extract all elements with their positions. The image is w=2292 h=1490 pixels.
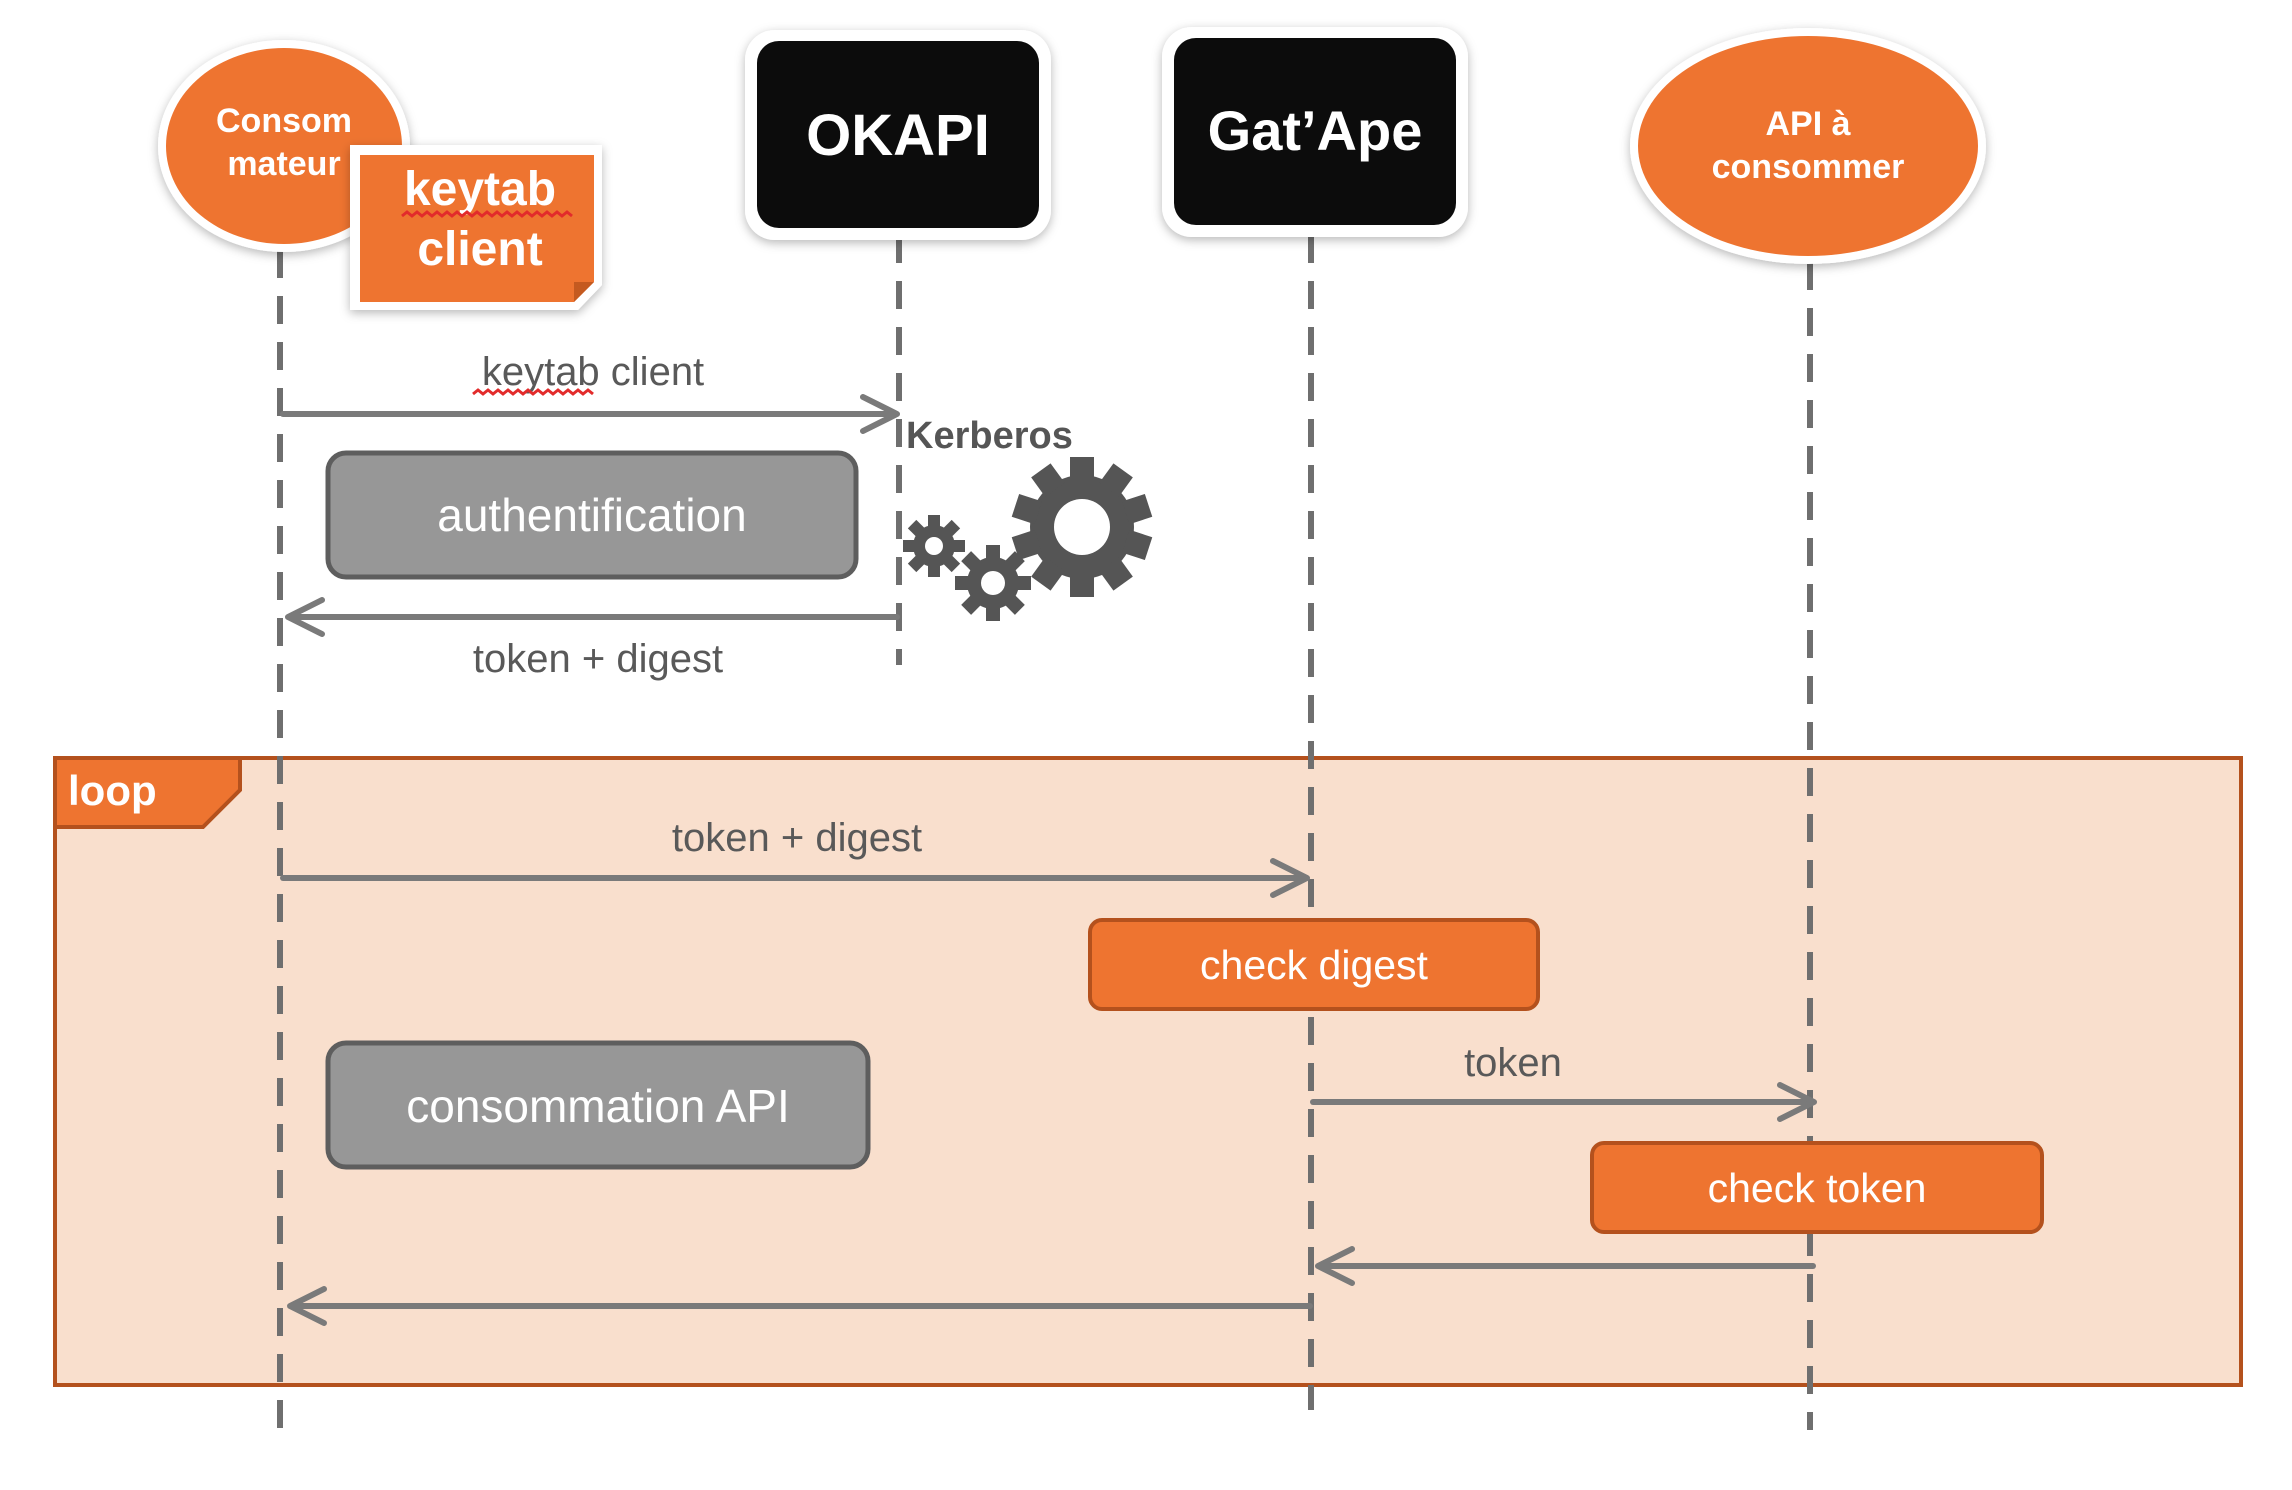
gear-icon (903, 515, 965, 577)
consumer-label-line2: mateur (227, 145, 340, 183)
message-token-digest-loop: token + digest (280, 816, 1310, 898)
gear-icon (955, 545, 1031, 621)
spellcheck-underline (401, 210, 573, 218)
message-token: token (1310, 1041, 1817, 1122)
participant-consumer: Consom mateur (158, 40, 410, 252)
participant-api: API à consommer (1630, 28, 1986, 264)
return-api-to-gatape (1315, 1246, 1816, 1286)
okapi-label: OKAPI (806, 103, 990, 168)
participant-okapi: OKAPI (745, 30, 1051, 240)
message-label-keytab-client: keytab client (482, 350, 704, 394)
activity-check-token: check token (1590, 1141, 2044, 1234)
check-token-label: check token (1708, 1165, 1927, 1211)
return-gatape-to-consumer (287, 1286, 1313, 1326)
consumer-label-line1: Consom (216, 102, 352, 140)
activity-check-digest: check digest (1088, 918, 1540, 1011)
api-label-line1: API à (1765, 105, 1850, 143)
activity-authentification: authentification (325, 450, 859, 580)
kerberos-gears (903, 457, 1153, 621)
api-label-line2: consommer (1712, 148, 1905, 186)
gear-icon (1011, 457, 1153, 597)
message-keytab-client: keytab client (280, 350, 900, 434)
check-digest-label: check digest (1200, 942, 1429, 988)
activity-consommation-api: consommation API (325, 1040, 871, 1170)
message-token-digest-return: token + digest (285, 597, 900, 681)
note-label-line2: client (417, 223, 542, 276)
message-label-token: token (1464, 1041, 1562, 1085)
kerberos-label: Kerberos (906, 415, 1073, 457)
keytab-client-note: keytab client (350, 145, 602, 310)
loop-label: loop (68, 767, 157, 814)
participant-gatape: Gat’Ape (1162, 27, 1468, 237)
message-label-token-digest-1: token + digest (473, 637, 723, 681)
message-label-token-digest-2: token + digest (672, 816, 922, 860)
note-label-line1: keytab (404, 163, 556, 216)
gatape-label: Gat’Ape (1208, 99, 1423, 162)
spellcheck-underline (472, 388, 594, 396)
consommation-api-label: consommation API (406, 1080, 790, 1132)
authentification-label: authentification (437, 489, 746, 541)
